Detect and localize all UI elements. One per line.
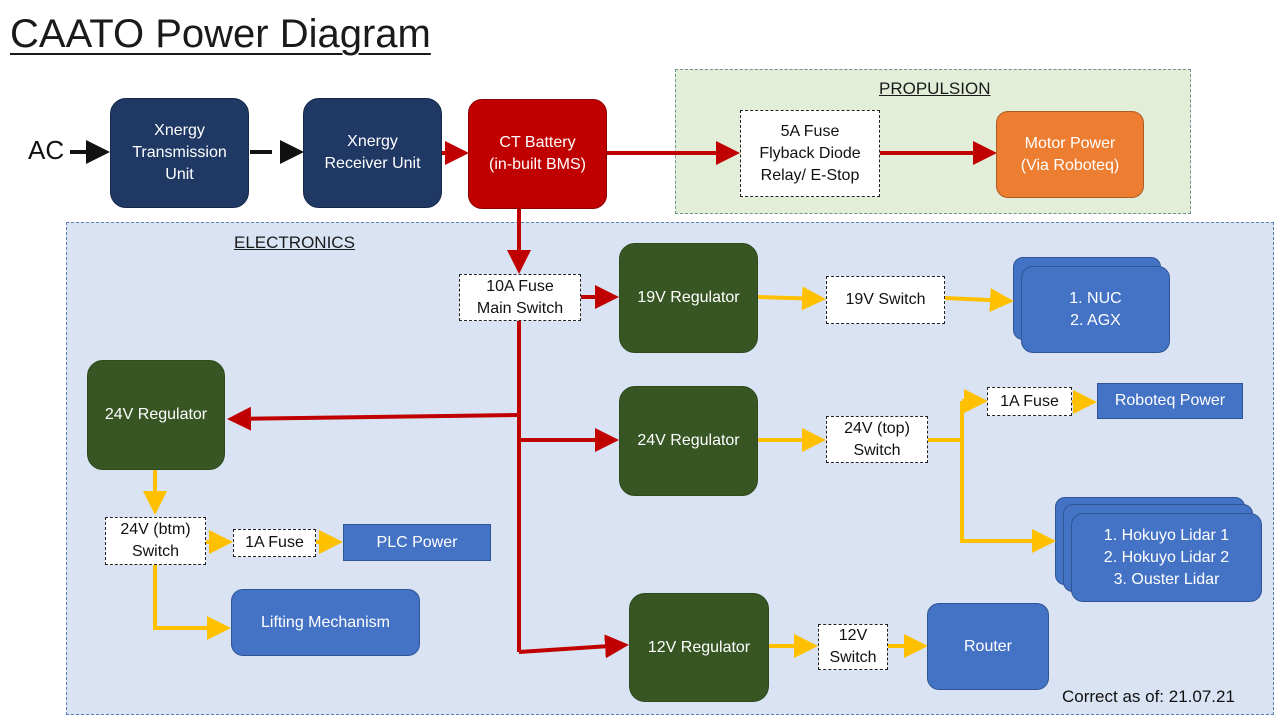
propulsion-fuse-diode-estop: 5A Fuse Flyback Diode Relay/ E-Stop (740, 110, 880, 197)
arrow-sw24-btm-to-lifting (153, 565, 231, 640)
arrow-bus-to-reg12 (518, 634, 629, 659)
propulsion-label: PROPULSION (879, 79, 991, 98)
lifting-mechanism: Lifting Mechanism (231, 589, 420, 656)
fuse-1a-btm: 1A Fuse (233, 529, 316, 557)
xnergy-transmission-unit: Xnergy Transmission Unit (110, 98, 249, 208)
router: Router (927, 603, 1049, 690)
nuc-agx-computers: 1. NUC 2. AGX (1021, 266, 1170, 353)
ct-battery: CT Battery (in-built BMS) (468, 99, 607, 209)
electronics-label: ELECTRONICS (234, 233, 355, 252)
main-switch-10a-fuse: 10A Fuse Main Switch (459, 274, 581, 321)
regulator-24v-top: 24V Regulator (619, 386, 758, 496)
arrow-reg19-to-sw19 (757, 286, 826, 311)
switch-24v-btm: 24V (btm) Switch (105, 517, 206, 565)
revision-date: Correct as of: 21.07.21 (1062, 687, 1235, 706)
regulator-24v-left: 24V Regulator (87, 360, 225, 470)
ac-input-label: AC (28, 135, 65, 165)
arrow-sw19-to-nuc-agx (944, 288, 1014, 313)
regulator-19v: 19V Regulator (619, 243, 758, 353)
switch-24v-top: 24V (top) Switch (826, 416, 928, 463)
motor-power: Motor Power (Via Roboteq) (996, 111, 1144, 198)
page-title: CAATO Power Diagram (10, 12, 431, 56)
arrow-branch-to-lidars (960, 440, 1056, 553)
regulator-12v: 12V Regulator (629, 593, 769, 702)
switch-12v: 12V Switch (818, 624, 888, 670)
arrow-bus-to-reg24-left (227, 406, 520, 431)
plc-power: PLC Power (343, 524, 491, 561)
sw24-top-branch (928, 401, 964, 442)
fuse-1a-top: 1A Fuse (987, 387, 1072, 416)
roboteq-power: Roboteq Power (1097, 383, 1243, 419)
lidar-sensors: 1. Hokuyo Lidar 1 2. Hokuyo Lidar 2 3. O… (1071, 513, 1262, 602)
xnergy-receiver-unit: Xnergy Receiver Unit (303, 98, 442, 208)
switch-19v: 19V Switch (826, 276, 945, 324)
